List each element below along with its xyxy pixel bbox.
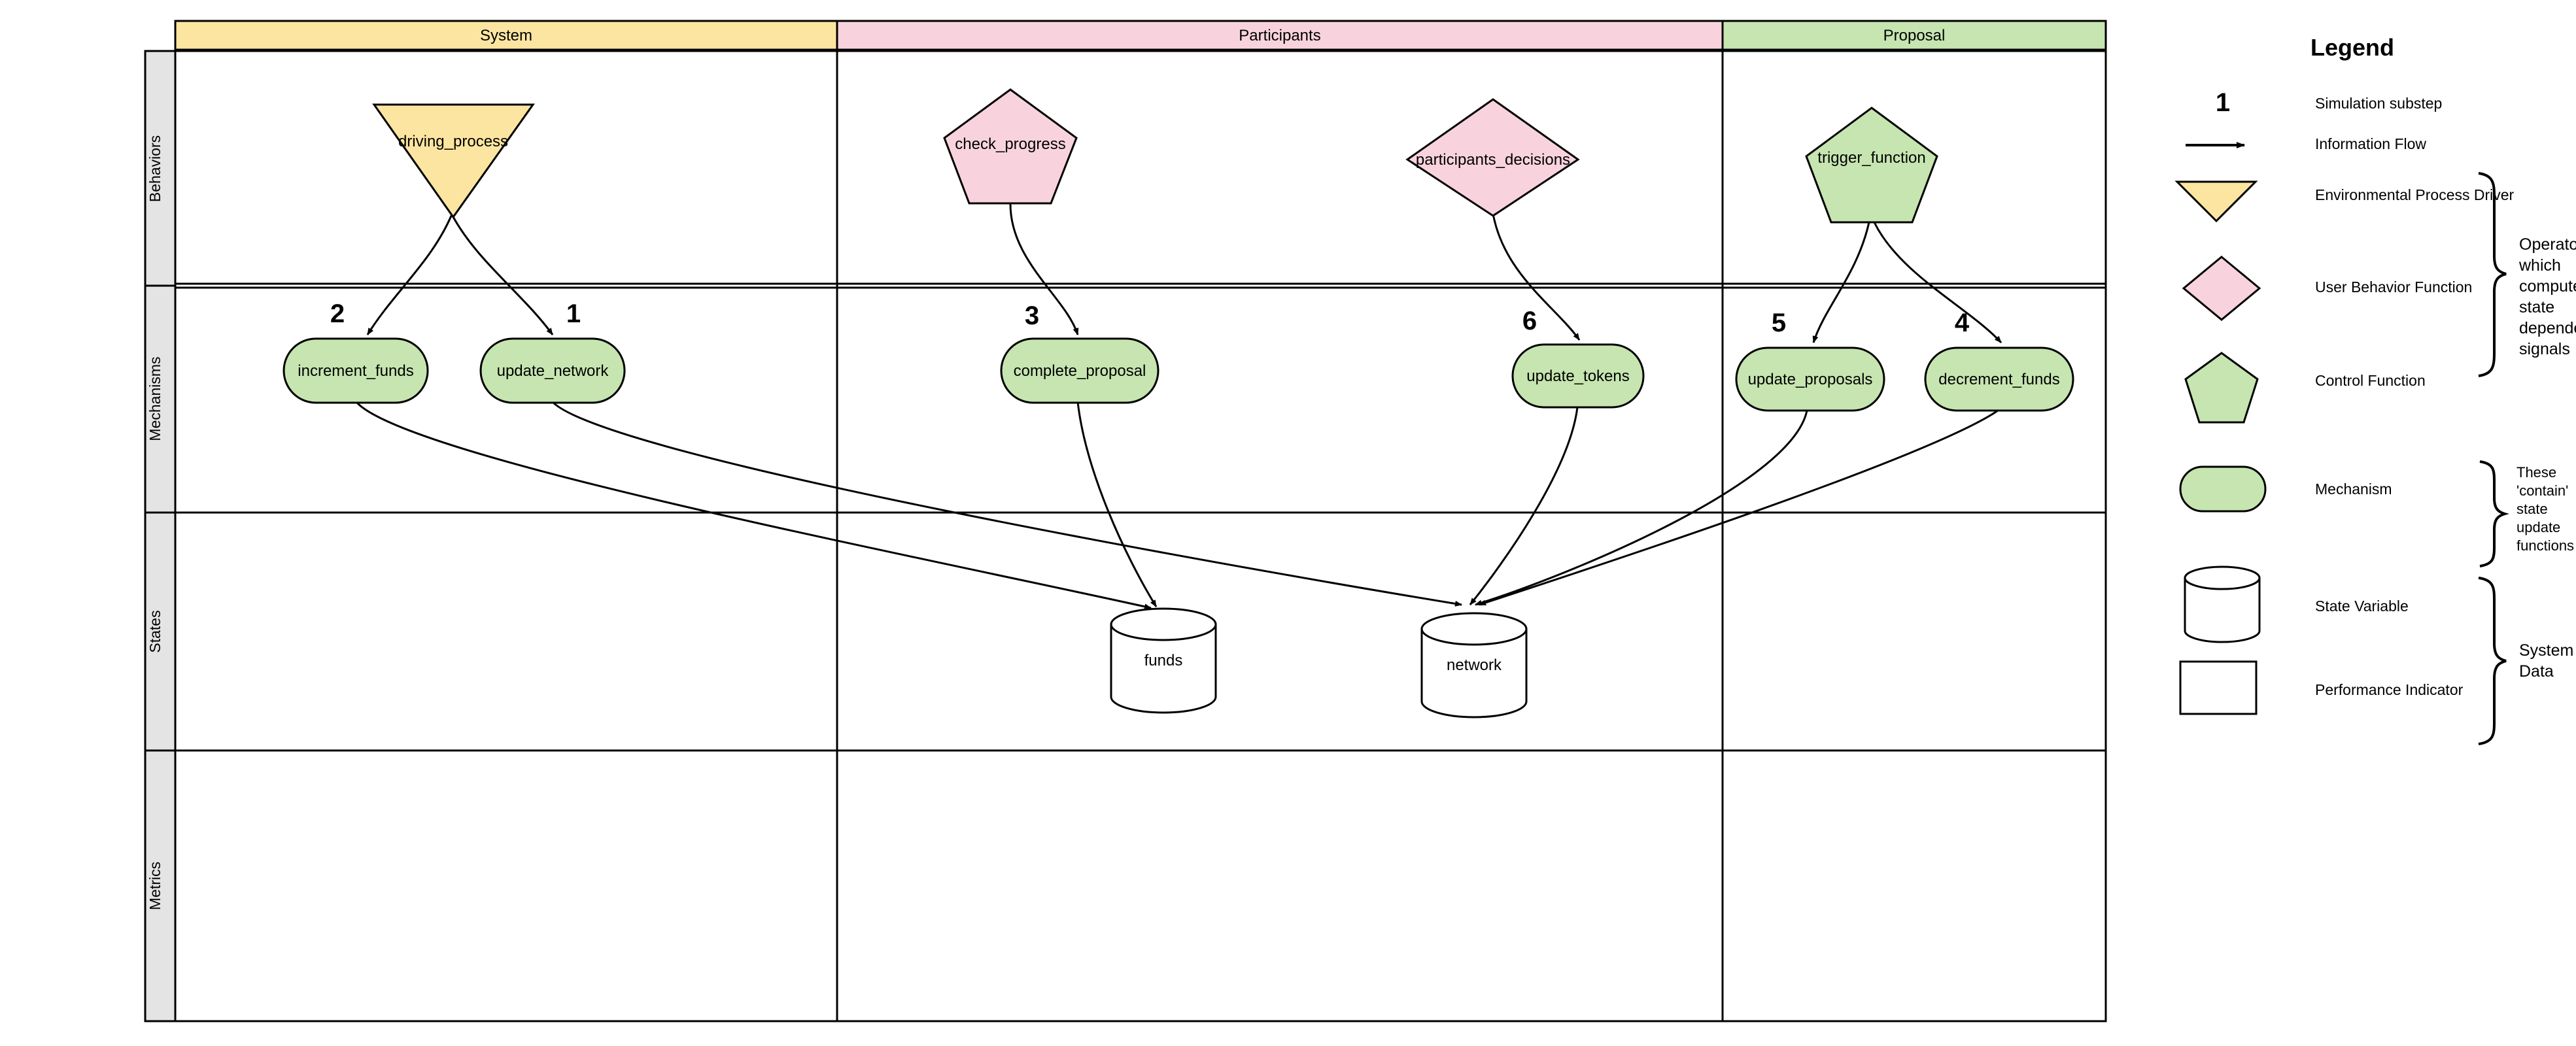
brace-line-2: computes (2519, 277, 2576, 295)
node-update-network[interactable]: update_network (479, 337, 626, 404)
brace2-line-4: functions (2516, 537, 2574, 554)
legend-label-environmental-process-driver: Environmental Process Driver (2315, 186, 2515, 203)
legend-symbol-performance-indicator-icon (2179, 660, 2258, 715)
edge-update-proposals-to-network (1475, 410, 1808, 606)
row-label-sidebar: Behaviors Mechanisms States Metrics (144, 50, 177, 1022)
node-driving-process[interactable]: driving_process (372, 103, 535, 219)
brace3-line-0: System (2519, 641, 2573, 660)
legend-label-mechanism: Mechanism (2315, 481, 2392, 498)
grid-frame (174, 50, 2107, 1022)
brace3-line-1: Data (2519, 662, 2554, 681)
row-label-mechanisms: Mechanisms (146, 356, 163, 441)
legend-brace-operators-label: Operators which computes state dependent… (2518, 235, 2576, 358)
legend-label-simulation-substep: Simulation substep (2315, 95, 2442, 112)
legend-brace-system-data (2478, 577, 2507, 745)
node-label-complete-proposal: complete_proposal (1014, 362, 1146, 380)
legend-symbol-control-function-icon (2184, 352, 2259, 424)
legend-symbol-environmental-process-driver-icon (2174, 180, 2258, 223)
legend-symbol-state-variable-icon (2184, 565, 2261, 643)
legend-label-user-behavior-function: User Behavior Function (2315, 278, 2472, 295)
step-number-update-proposals: 5 (1772, 309, 1786, 337)
legend-label-state-variable: State Variable (2315, 598, 2409, 615)
edge-trigger-function-to-decrement-funds (1873, 222, 2002, 344)
edge-complete-proposal-to-funds (1076, 401, 1158, 607)
column-header-band-system: System (174, 20, 838, 51)
node-decrement-funds[interactable]: decrement_funds (1924, 346, 2074, 412)
edge-layer (355, 203, 2002, 610)
brace2-line-3: update (2516, 519, 2560, 535)
legend-symbol-simulation-substep: 1 (2216, 88, 2230, 117)
node-label-driving-process: driving_process (398, 133, 508, 150)
node-network[interactable]: network (1420, 612, 1528, 718)
legend-label-information-flow: Information Flow (2315, 135, 2426, 152)
node-funds[interactable]: funds (1110, 607, 1217, 714)
brace-line-0: Operators (2519, 235, 2576, 254)
node-label-check-progress: check_progress (955, 135, 1065, 153)
brace-line-3: state (2519, 298, 2554, 316)
legend-symbol-mechanism-icon (2179, 465, 2267, 513)
node-update-proposals[interactable]: update_proposals (1735, 346, 1885, 412)
node-increment-funds[interactable]: increment_funds (283, 337, 429, 404)
step-number-update-network: 1 (566, 299, 581, 328)
edge-driving-process-to-update-network (451, 215, 554, 335)
legend-label-performance-indicator: Performance Indicator (2315, 681, 2464, 698)
node-label-trigger-function: trigger_function (1817, 149, 1925, 167)
row-label-behaviors: Behaviors (146, 135, 163, 202)
node-label-funds: funds (1144, 652, 1183, 669)
node-label-participants-decisions: participants_decisions (1416, 151, 1570, 169)
node-label-update-network: update_network (497, 362, 610, 380)
edge-trigger-function-to-update-proposals (1812, 222, 1870, 343)
legend-label-control-function: Control Function (2315, 372, 2426, 389)
node-label-network: network (1447, 656, 1502, 674)
brace-line-1: which (2518, 256, 2561, 275)
node-trigger-function[interactable]: trigger_function (1805, 107, 1938, 224)
edge-update-tokens-to-network (1469, 407, 1579, 605)
step-number-decrement-funds: 4 (1955, 309, 1970, 337)
legend-brace-contain (2479, 460, 2509, 567)
legend-title: Legend (2310, 34, 2394, 61)
edge-decrement-funds-to-network (1479, 409, 1999, 606)
legend-brace-operators (2478, 172, 2507, 377)
node-label-update-proposals: update_proposals (1748, 371, 1873, 388)
node-check-progress[interactable]: check_progress (943, 88, 1078, 205)
node-update-tokens[interactable]: update_tokens (1511, 343, 1645, 409)
node-label-increment-funds: increment_funds (298, 362, 413, 380)
step-number-increment-funds: 2 (330, 299, 345, 328)
edge-driving-process-to-increment-funds (366, 215, 453, 335)
edge-increment-funds-to-funds (355, 401, 1152, 610)
column-header-band-participants: Participants (836, 20, 1724, 51)
node-label-update-tokens: update_tokens (1526, 367, 1629, 385)
legend-brace-contain-label: These 'contain' state update functions (2516, 464, 2574, 554)
legend-panel: Legend 1 Simulation substep Information … (2174, 34, 2576, 745)
edge-check-progress-to-complete-proposal (1009, 203, 1079, 335)
column-header-label-proposal: Proposal (1883, 27, 1946, 44)
brace-line-5: signals (2519, 340, 2570, 358)
brace2-line-2: state (2516, 501, 2548, 517)
brace-line-4: dependent (2519, 319, 2576, 337)
edge-update-network-to-network (551, 401, 1462, 607)
node-complete-proposal[interactable]: complete_proposal (1000, 337, 1159, 404)
step-number-complete-proposal: 3 (1025, 301, 1039, 330)
node-participants-decisions[interactable]: participants_decisions (1405, 98, 1580, 217)
column-header-band-proposal: Proposal (1721, 20, 2107, 51)
legend-symbol-user-behavior-function-icon (2182, 256, 2261, 321)
edge-participants-decisions-to-update-tokens (1492, 213, 1581, 341)
legend-brace-system-data-label: System Data (2519, 641, 2573, 681)
node-label-decrement-funds: decrement_funds (1938, 371, 2059, 388)
brace2-line-0: These (2516, 464, 2556, 481)
row-label-metrics: Metrics (146, 862, 163, 910)
column-header-label-system: System (480, 27, 532, 44)
column-header-label-participants: Participants (1239, 27, 1320, 44)
brace2-line-1: 'contain' (2516, 482, 2568, 499)
step-number-update-tokens: 6 (1522, 307, 1537, 335)
row-label-states: States (146, 610, 163, 652)
